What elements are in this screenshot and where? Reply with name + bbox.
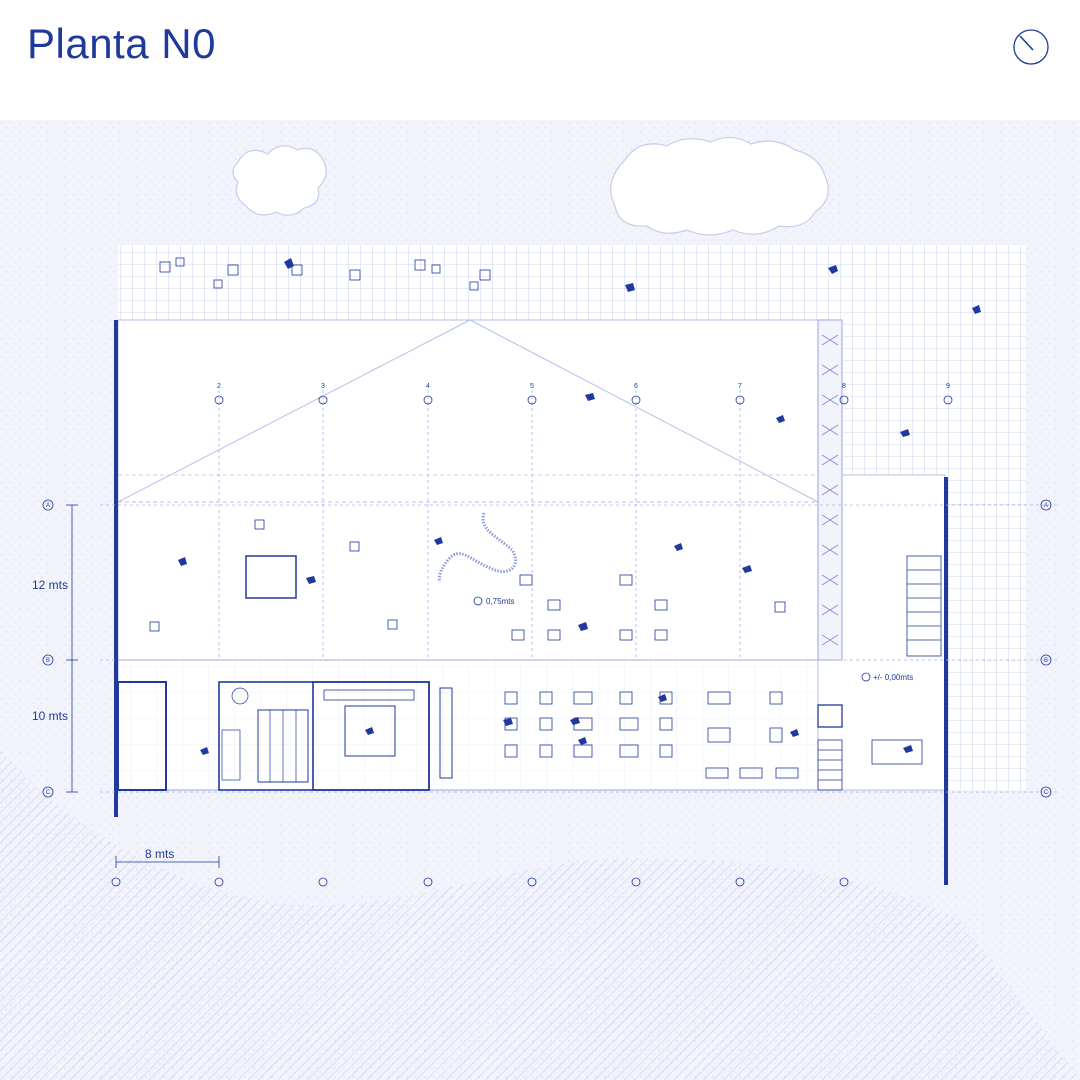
svg-text:A: A [46,503,50,509]
svg-text:C: C [46,790,51,796]
interior-floor [117,659,819,791]
dining-tables [149,519,799,779]
roof-lines [117,319,819,503]
slope-hatch [0,750,1080,1080]
floor-plan: 2 3 4 5 6 7 8 9 A B C A B C 12 mts 10 mts 8 … [0,120,1080,1080]
svg-text:5: 5 [530,383,534,390]
tree-canopy-right [610,136,829,236]
svg-text:8: 8 [842,383,846,390]
svg-text:2: 2 [217,383,221,390]
svg-text:4: 4 [426,383,430,390]
reception-desk [245,555,297,599]
covered-area [117,319,819,661]
svg-text:B: B [1044,658,1048,664]
dimension-8m: 8 mts [145,847,174,861]
grid-marker-4: 4 [423,383,433,405]
svg-text:7: 7 [738,383,742,390]
svg-text:B: B [46,658,50,664]
stairs [817,555,942,791]
grid-marker-8: 8 [839,383,849,405]
grid-marker-C [42,786,54,798]
storage-room [117,681,167,791]
north-arrow-icon [1013,29,1049,65]
grid-marker-A [42,499,54,511]
ramp-level-label: 0,75mts [486,597,514,606]
tree-canopy-left [232,145,327,216]
svg-text:C: C [1044,790,1049,796]
grid-marker-7: 7 [735,383,745,405]
floor-level-label: +/- 0,00mts [873,673,913,682]
svg-text:9: 9 [946,383,950,390]
counter [439,687,453,779]
page-title: Planta N0 [27,20,216,67]
grid-marker-5: 5 [527,383,537,405]
plaza-seating [159,257,491,291]
svg-text:6: 6 [634,383,638,390]
grid-marker-3: 3 [318,383,328,405]
grid-marker-B [42,654,54,666]
elevator [817,704,843,728]
kitchen [312,681,430,791]
grid-marker-9: 9 [943,383,953,405]
kitchen-island [344,705,396,757]
svg-text:3: 3 [321,383,325,390]
grid-marker-2: 2 [214,383,224,405]
grid-marker-6: 6 [631,383,641,405]
dimension-10m: 10 mts [32,709,68,723]
dimension-12m: 12 mts [32,578,68,592]
people-figures [178,258,981,755]
svg-text:A: A [1044,503,1048,509]
serpentine-ramp [437,512,518,583]
structural-grid [100,390,1060,793]
info-desk [871,739,923,765]
